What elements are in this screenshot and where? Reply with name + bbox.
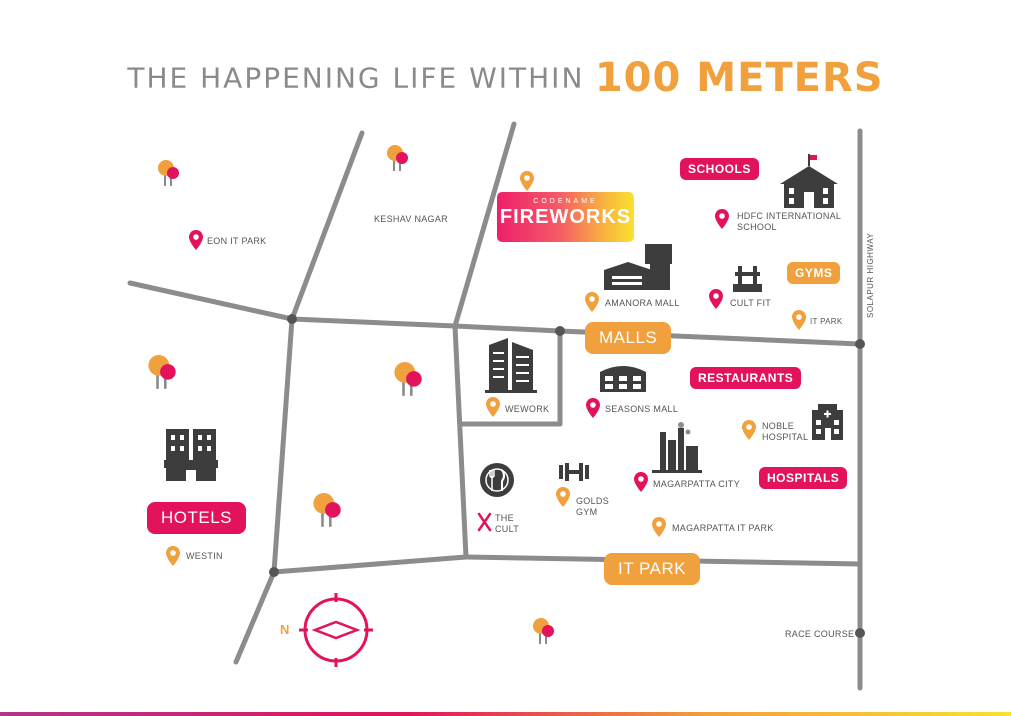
- tag-gyms: GYMS: [787, 262, 841, 284]
- bottom-accent-line: [0, 712, 1011, 716]
- label-amanora-mall: AMANORA MALL: [605, 298, 680, 308]
- label-magarpatta-city: MAGARPATTA CITY: [653, 479, 741, 489]
- label-eon-it-park: EON IT PARK: [207, 236, 267, 246]
- tag-it-park: IT PARK: [604, 553, 701, 585]
- mall-icon: [600, 366, 646, 392]
- label-wework: WEWORK: [505, 404, 550, 414]
- gym-icon: [559, 463, 589, 481]
- label-keshav-nagar: KESHAV NAGAR: [374, 214, 448, 224]
- road-junctions: [269, 314, 865, 638]
- tag-schools: SCHOOLS: [680, 158, 759, 180]
- label-noble-hospital: NOBLE HOSPITAL: [762, 421, 809, 442]
- label-cult-fit: CULT FIT: [730, 298, 772, 308]
- tree-icon: [386, 144, 409, 172]
- school-icon: [780, 154, 838, 208]
- label-solapur-highway: SOLAPUR HIGHWAY: [866, 232, 875, 318]
- label-magarpatta-it-park: MAGARPATTA IT PARK: [672, 523, 774, 533]
- page-title: THE HAPPENING LIFE WITHIN 100 METERS: [0, 55, 1011, 101]
- hotel-icon: [164, 429, 218, 481]
- label-the-cult: THE CULT: [495, 513, 520, 534]
- label-westin: WESTIN: [186, 551, 223, 561]
- project-name: FIREWORKS: [499, 206, 632, 228]
- office-tower-icon: [485, 338, 537, 393]
- cult-icon: [477, 512, 492, 532]
- tree-icon: [312, 491, 342, 529]
- title-highlight: 100 METERS: [594, 55, 884, 101]
- gym-icon: [733, 266, 762, 292]
- project-small-label: CODENAME: [533, 198, 598, 205]
- title-prefix: THE HAPPENING LIFE WITHIN: [127, 61, 585, 95]
- tree-icon: [532, 617, 555, 645]
- label-golds-gym: GOLDS GYM: [576, 496, 610, 517]
- label-seasons-mall: SEASONS MALL: [605, 404, 679, 414]
- compass-icon: [299, 593, 373, 667]
- compass-north-label: N: [280, 622, 290, 637]
- factory-icon: [652, 422, 702, 473]
- mall-icon: [604, 244, 672, 290]
- tree-icon: [147, 353, 177, 391]
- tag-hospitals: HOSPITALS: [759, 467, 848, 489]
- hospital-icon: [812, 404, 843, 440]
- restaurant-icon: [480, 463, 514, 497]
- label-race-course: RACE COURSE: [785, 629, 855, 639]
- tag-restaurants: RESTAURANTS: [690, 367, 802, 389]
- tree-icon: [157, 159, 180, 187]
- label-hdfc-school: HDFC INTERNATIONAL SCHOOL: [737, 211, 842, 232]
- label-it-park: IT PARK: [810, 317, 843, 326]
- tree-icon: [393, 360, 424, 398]
- project-logo: CODENAME FIREWORKS: [497, 192, 634, 242]
- tag-malls: MALLS: [585, 322, 672, 354]
- tag-hotels: HOTELS: [147, 502, 247, 534]
